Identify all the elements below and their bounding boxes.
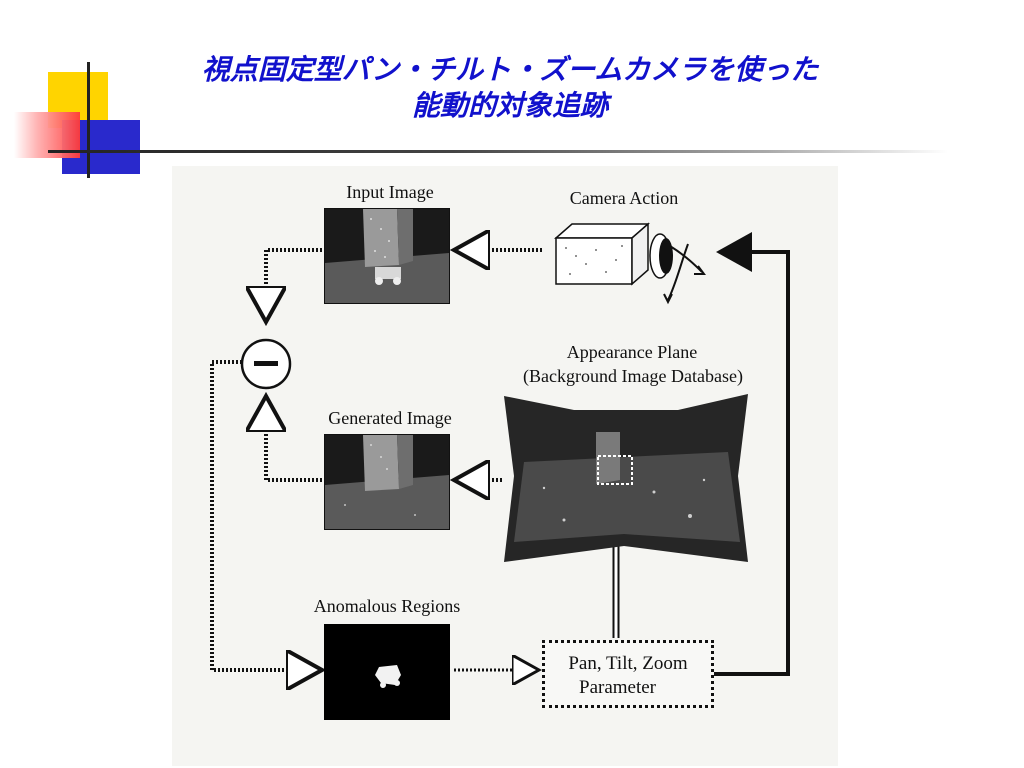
anomalous-regions-image (324, 624, 450, 720)
generated-image (324, 434, 450, 530)
arrow-input-to-minus (266, 248, 322, 318)
slide-title: 視点固定型パン・チルト・ズームカメラを使った 能動的対象追跡 (130, 52, 890, 124)
appearance-plane-label: Appearance Plane (566, 342, 698, 362)
camera-icon (552, 216, 712, 306)
diagram-connectors (210, 166, 790, 766)
arrow-ptz-to-camera (712, 232, 790, 676)
background-db-label: (Background Image Database) (523, 366, 743, 386)
arrow-minus-to-anomalous (210, 360, 318, 670)
slide-title-line2: 能動的対象追跡 (411, 89, 608, 122)
ptz-line1: Pan, Tilt, Zoom (568, 653, 688, 674)
difference-operator (240, 338, 292, 390)
camera-action-label: Camera Action (569, 188, 679, 208)
input-image (324, 208, 450, 304)
appearance-plane-image (504, 392, 748, 564)
input-image-label: Input Image (346, 182, 434, 202)
arrow-generated-to-minus (266, 400, 322, 482)
ptz-line2: Parameter (579, 677, 657, 698)
anomalous-regions-label: Anomalous Regions (313, 596, 461, 616)
decor-title-underline (48, 150, 948, 153)
tracking-diagram: Input Image Camera Action (172, 166, 838, 766)
ptz-parameter-box: Pan, Tilt, Zoom Parameter (542, 640, 714, 708)
slide-title-line1: 視点固定型パン・チルト・ズームカメラを使った (201, 53, 819, 86)
decor-vertical-line (87, 62, 90, 178)
generated-image-label: Generated Image (328, 408, 452, 428)
